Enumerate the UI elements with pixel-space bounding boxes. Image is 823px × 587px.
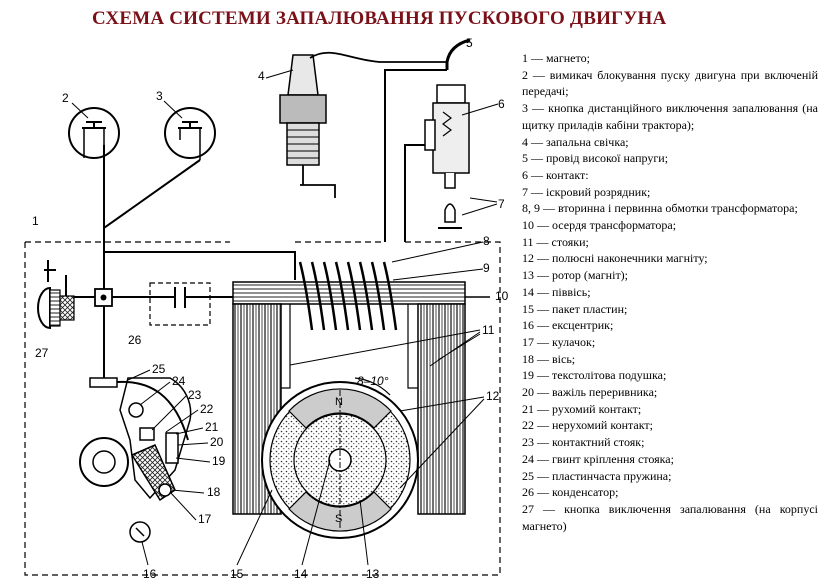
callout-16: 16 <box>143 567 157 581</box>
legend-item: 25 — пластинчаста пружина; <box>522 468 672 483</box>
spark-plug-4 <box>279 51 447 198</box>
callout-14: 14 <box>294 567 308 581</box>
callout-2: 2 <box>62 91 69 105</box>
legend-item: 17 — кулачок; <box>522 334 596 349</box>
callout-5: 5 <box>466 36 473 50</box>
callout-17: 17 <box>198 512 212 526</box>
legend-item: 24 — гвинт кріплення стояка; <box>522 451 674 466</box>
legend-item: 3 — кнопка дистанційного виключення запа… <box>522 101 818 132</box>
transformer-coil <box>232 261 490 331</box>
legend-item: 10 — осердя трансформатора; <box>522 218 677 233</box>
callout-15: 15 <box>230 567 244 581</box>
remote-kill-button-3 <box>164 107 216 160</box>
callout-11: 11 <box>482 323 495 337</box>
magneto-housing-outline <box>24 241 501 576</box>
legend-item: 2 — вимикач блокування пуску двигуна при… <box>522 67 818 99</box>
callout-13: 13 <box>366 567 380 581</box>
ignition-system-diagram: 1 2 3 4 5 6 7 8 9 10 11 12 13 14 15 16 1… <box>24 36 509 581</box>
callout-6: 6 <box>498 97 505 111</box>
magneto-kill-button-27 <box>37 260 75 330</box>
callout-26: 26 <box>128 333 142 347</box>
callout-12: 12 <box>486 389 500 403</box>
terminal-block <box>94 288 113 307</box>
callout-3: 3 <box>156 89 163 103</box>
callout-22: 22 <box>200 402 214 416</box>
legend-item: 23 — контактний стояк; <box>522 435 645 450</box>
callout-20: 20 <box>210 435 224 449</box>
legend-list: 1 — магнето; 2 — вимикач блокування пуск… <box>522 50 818 534</box>
legend-item: 6 — контакт: <box>522 167 589 182</box>
callout-23: 23 <box>188 388 202 402</box>
pole-s-label: S <box>335 513 342 525</box>
callout-21: 21 <box>205 420 219 434</box>
page-title: СХЕМА СИСТЕМИ ЗАПАЛЮВАННЯ ПУСКОВОГО ДВИГ… <box>92 8 667 29</box>
legend-item: 8, 9 — вторинна і первинна обмотки транс… <box>522 201 798 216</box>
legend-item: 16 — ексцентрик; <box>522 318 614 333</box>
magnet-rotor <box>261 377 419 539</box>
legend-item: 13 — ротор (магніт); <box>522 268 629 283</box>
legend-item: 12 — полюсні наконечники магніту; <box>522 251 708 266</box>
callout-9: 9 <box>483 261 490 275</box>
legend-item: 22 — нерухомий контакт; <box>522 418 653 433</box>
legend-item: 1 — магнето; <box>522 51 590 65</box>
legend-item: 27 — кнопка виключення запалювання (на к… <box>522 501 818 533</box>
wiring <box>65 69 447 360</box>
legend-item: 19 — текстолітова подушка; <box>522 368 667 383</box>
legend-item: 15 — пакет пластин; <box>522 301 628 316</box>
callout-4: 4 <box>258 69 265 83</box>
breaker-assembly <box>79 360 192 543</box>
callout-19: 19 <box>212 454 226 468</box>
callout-18: 18 <box>207 485 221 499</box>
callout-10: 10 <box>495 289 509 303</box>
callout-8: 8 <box>483 234 490 248</box>
callout-labels: 1 2 3 4 5 6 7 8 9 10 11 12 13 14 15 16 1… <box>32 36 509 581</box>
callout-25: 25 <box>152 362 166 376</box>
interlock-switch-2 <box>68 107 120 159</box>
callout-24: 24 <box>172 374 186 388</box>
high-voltage-wire-5 <box>445 38 471 70</box>
spark-gap-assembly <box>424 84 470 229</box>
legend-item: 20 — важіль переривника; <box>522 385 658 400</box>
legend-item: 5 — провід високої напруги; <box>522 151 669 166</box>
condenser-26 <box>149 282 211 326</box>
pole-n-label: N <box>335 396 343 408</box>
angle-label: 8–10° <box>357 374 389 388</box>
legend-item: 14 — піввісь; <box>522 284 591 299</box>
legend-item: 4 — запальна свічка; <box>522 134 629 149</box>
callout-27: 27 <box>35 346 49 360</box>
callout-1: 1 <box>32 214 39 228</box>
legend-item: 18 — вісь; <box>522 351 576 366</box>
legend-item: 7 — іскровий розрядник; <box>522 184 651 199</box>
leader-lines <box>71 69 499 566</box>
legend-item: 11 — стояки; <box>522 234 589 249</box>
callout-7: 7 <box>498 197 505 211</box>
legend-item: 26 — конденсатор; <box>522 485 619 500</box>
legend-item: 21 — рухомий контакт; <box>522 401 642 416</box>
